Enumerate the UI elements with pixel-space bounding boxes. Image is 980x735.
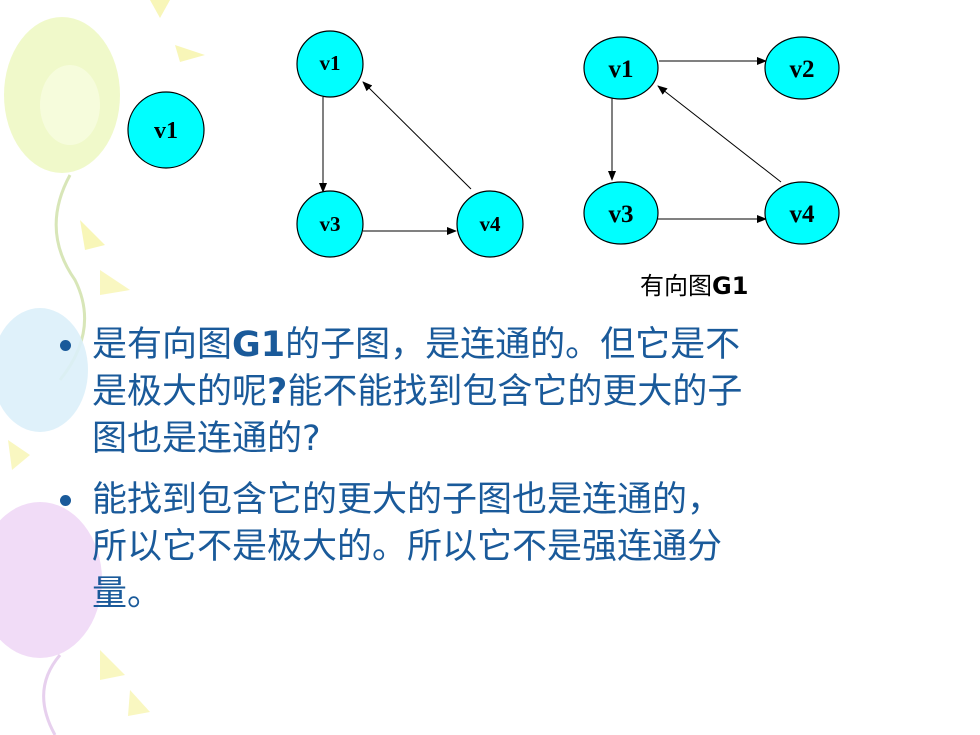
node-v4 [456, 190, 524, 258]
bullet-line: 是极大的呢?能不能找到包含它的更大的子 [92, 369, 940, 416]
text-run-bold: ? [267, 372, 288, 412]
node-v1 [296, 30, 364, 98]
text-run: 能找到包含它的更大的子图也是连通的， [92, 480, 723, 520]
node-v4 [764, 181, 840, 245]
bullet-dot-icon [60, 495, 71, 506]
text-run: 所以它不是极大的。所以它不是强连通分 [92, 527, 723, 567]
node-v2 [764, 36, 840, 100]
bullet-line: 量。 [92, 571, 940, 618]
text-run: 能不能找到包含它的更大的子 [287, 372, 743, 412]
node-label-v4: v4 [480, 212, 502, 236]
node-label-v3: v3 [609, 201, 634, 228]
bullet-list: 是有向图G1的子图，是连通的。但它是不 是极大的呢?能不能找到包含它的更大的子 … [60, 322, 940, 632]
node-v1 [583, 36, 659, 100]
edge-v4-v1 [657, 85, 782, 183]
sparkle-shape [80, 220, 105, 250]
edge-v4-v1 [362, 81, 472, 190]
text-run: 的子图，是连通的。但它是不 [285, 325, 741, 365]
bullet-item: 是有向图G1的子图，是连通的。但它是不 是极大的呢?能不能找到包含它的更大的子 … [60, 322, 940, 463]
node-v3 [296, 190, 364, 258]
bullet-item: 能找到包含它的更大的子图也是连通的， 所以它不是极大的。所以它不是强连通分 量。 [60, 477, 940, 618]
balloon-light [40, 65, 100, 145]
text-run-bold: G1 [232, 325, 286, 365]
node-label-v1: v1 [154, 118, 178, 144]
directed-graph-g1: v1 v2 v3 v4 [583, 36, 840, 245]
subgraph: v1 v3 v4 [296, 30, 524, 258]
node-v3 [583, 181, 659, 245]
sparkle-shape [175, 45, 205, 62]
text-run: 图也是连通的? [92, 419, 321, 459]
balloon-purple [0, 502, 102, 658]
text-run: 量。 [92, 574, 163, 614]
graph-caption: 有向图G1 [640, 266, 748, 301]
single-node-graph: v1 [127, 91, 205, 169]
node-v1 [127, 91, 205, 169]
sparkle-shape [128, 690, 150, 716]
balloon-string-2 [42, 654, 62, 735]
caption-prefix: 有向图 [640, 272, 712, 300]
node-label-v3: v3 [320, 212, 341, 236]
sparkle-shape [150, 0, 170, 18]
sparkle-shape [8, 440, 30, 470]
node-label-v2: v2 [790, 56, 815, 83]
text-run: 是有向图 [92, 325, 233, 365]
node-label-v1: v1 [609, 56, 634, 83]
node-label-v1: v1 [320, 51, 341, 75]
node-label-v4: v4 [790, 201, 816, 228]
balloon-blue [0, 308, 88, 432]
sparkle-shape [100, 650, 125, 680]
bullet-line: 能找到包含它的更大的子图也是连通的， [92, 477, 940, 524]
bullet-dot-icon [60, 340, 71, 351]
text-run: 是极大的呢 [92, 372, 268, 412]
bullet-line: 是有向图G1的子图，是连通的。但它是不 [92, 322, 940, 369]
caption-bold: G1 [712, 272, 749, 300]
sparkle-shape [100, 270, 130, 295]
bullet-line: 图也是连通的? [92, 416, 940, 463]
bullet-line: 所以它不是极大的。所以它不是强连通分 [92, 524, 940, 571]
